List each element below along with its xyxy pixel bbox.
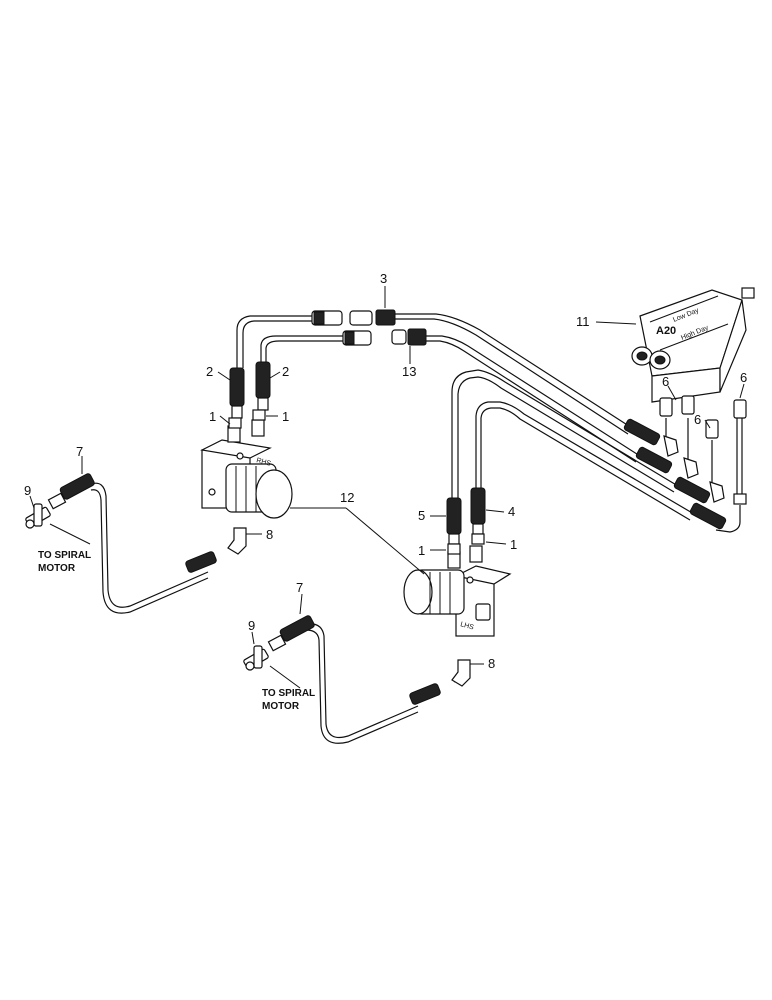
- callout-5: 5: [418, 508, 425, 523]
- hose-end-8-right: [409, 683, 441, 705]
- tee-9-left: [25, 503, 51, 529]
- spiral-fittings: [25, 473, 471, 705]
- elbow-8-left: [227, 527, 247, 555]
- adapter-1c: [447, 543, 461, 555]
- fitting-2-right: [255, 361, 271, 399]
- adapter-1d: [471, 533, 485, 545]
- hose-end-fittings: [228, 361, 486, 555]
- fitting-6b: [681, 395, 695, 415]
- note-spiral-left-line1: TO SPIRAL: [38, 550, 91, 561]
- callout-7-right: 7: [296, 580, 303, 595]
- hose-lines: [90, 313, 743, 744]
- callout-4: 4: [508, 504, 515, 519]
- motor-lhs-endcap: [403, 569, 433, 615]
- tee-9-right: [243, 645, 269, 671]
- hose-lhs-a2: [457, 376, 675, 498]
- callout-6-a: 6: [662, 374, 669, 389]
- coupler-3-male: [349, 310, 373, 326]
- hose-lhs-spiral-b: [305, 629, 419, 744]
- fitting-6c: [705, 419, 719, 439]
- elbow-8-right: [451, 659, 471, 687]
- callout-11: 11: [576, 314, 590, 329]
- hose-lhs-b2: [480, 407, 691, 521]
- hose-valve-bend-4: [715, 505, 741, 533]
- motor-rhs: RHS: [200, 419, 293, 519]
- hose-rhs-spiral: [90, 482, 209, 608]
- hose-rhs-spiral-b: [90, 489, 209, 614]
- callout-8-left: 8: [266, 527, 273, 542]
- callout-2-left: 2: [206, 364, 213, 379]
- hose-upper-inner-b: [265, 340, 637, 463]
- callout-6-b: 6: [740, 370, 747, 385]
- adapter-1a: [228, 417, 242, 429]
- fitting-2-left: [229, 367, 245, 407]
- callout-8-right: 8: [488, 656, 495, 671]
- callout-3: 3: [380, 271, 387, 286]
- callout-1-a: 1: [209, 409, 216, 424]
- hose-upper-outer: [236, 313, 633, 429]
- hose-end-v3: [673, 476, 711, 504]
- rhs-label: RHS: [255, 457, 271, 468]
- valve-model: A20: [656, 325, 676, 337]
- note-spiral-right-line1: TO SPIRAL: [262, 688, 315, 699]
- callout-7-left: 7: [76, 444, 83, 459]
- callout-9-left: 9: [24, 483, 31, 498]
- callout-12: 12: [340, 490, 354, 505]
- callout-13: 13: [402, 364, 416, 379]
- hose-upper-inner: [260, 335, 641, 457]
- callout-1-d: 1: [510, 537, 517, 552]
- note-spiral-right-line2: MOTOR: [262, 701, 300, 712]
- callout-1-b: 1: [282, 409, 289, 424]
- fitting-5: [446, 497, 462, 535]
- motor-lhs: LHS: [403, 545, 512, 637]
- leader-lines: [29, 286, 745, 689]
- fitting-7-left: [59, 473, 95, 500]
- control-valve: A20 Low Day High Day: [623, 287, 755, 530]
- hose-end-8-left: [185, 551, 217, 573]
- motor-lhs-port: [475, 603, 491, 621]
- callout-2-right: 2: [282, 364, 289, 379]
- fitting-6d: [733, 399, 747, 419]
- quick-couplers: [311, 309, 427, 346]
- callout-1-c: 1: [418, 543, 425, 558]
- fitting-6a: [659, 397, 673, 417]
- hose-valve-drop-4: [736, 418, 743, 500]
- callout-9-right: 9: [248, 618, 255, 633]
- fitting-7-right: [279, 615, 315, 642]
- hose-lhs-a: [451, 369, 679, 498]
- hose-lhs-spiral: [305, 623, 419, 739]
- adapter-1b: [252, 409, 266, 421]
- hose-end-v4: [689, 502, 727, 530]
- lhs-label: LHS: [459, 621, 474, 631]
- callout-labels: 3 11 13 2 2 1 1 6 6 6 7 9 12 5 4 8 1 1 7…: [24, 271, 747, 712]
- hose-end-v1: [623, 418, 661, 446]
- note-spiral-left-line2: MOTOR: [38, 563, 76, 574]
- fitting-4: [470, 487, 486, 525]
- callout-6-c: 6: [694, 412, 701, 427]
- hose-end-v2: [635, 446, 673, 474]
- motor-rhs-endcap: [255, 469, 293, 519]
- hose-lhs-b: [475, 401, 695, 515]
- coupler-13-male: [391, 329, 407, 345]
- hose-upper-outer-b: [242, 318, 629, 435]
